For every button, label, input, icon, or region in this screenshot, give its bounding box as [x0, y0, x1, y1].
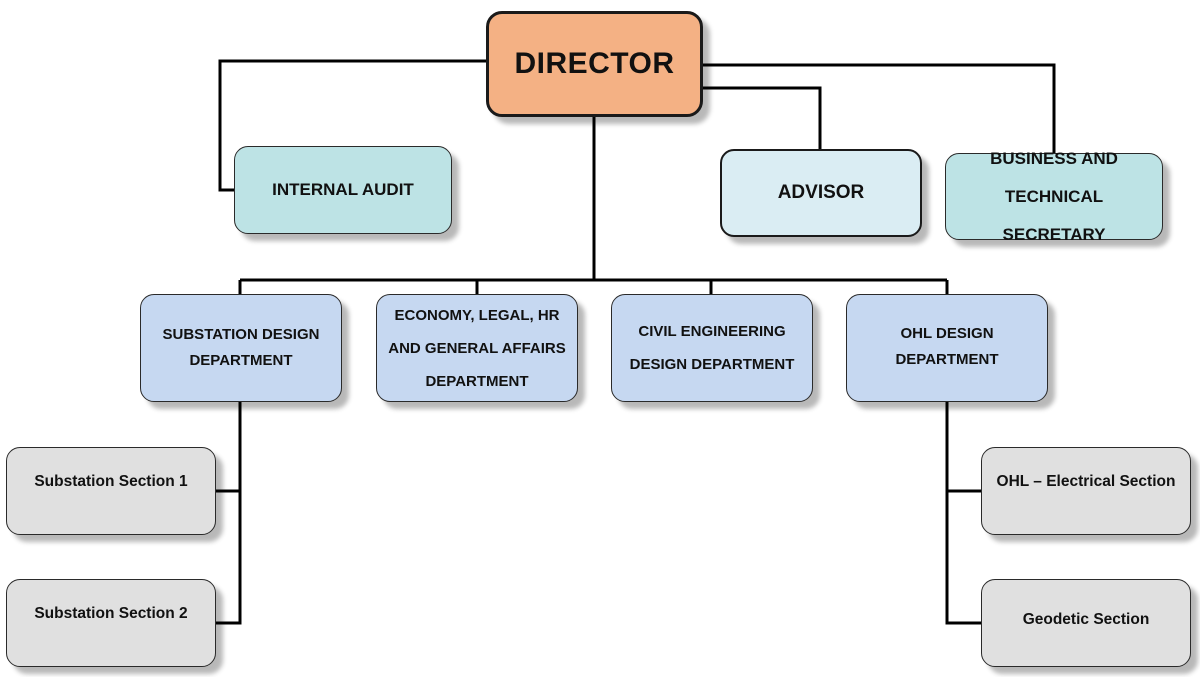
ohl-electrical-section-box: OHL – Electrical Section [981, 447, 1191, 535]
economy-dept-line-2: AND GENERAL AFFAIRS [388, 339, 566, 357]
geodetic-section-label: Geodetic Section [1022, 611, 1150, 628]
secretary-label-line-1: BUSINESS AND [990, 148, 1118, 168]
business-technical-secretary-box: BUSINESS AND TECHNICAL SECRETARY [945, 149, 1163, 244]
advisor-label: ADVISOR [777, 182, 865, 203]
substation-design-department-box: SUBSTATION DESIGN DEPARTMENT [140, 294, 342, 402]
advisor-box: ADVISOR [720, 149, 922, 237]
civil-engineering-department-box: CIVIL ENGINEERING DESIGN DEPARTMENT [611, 294, 813, 402]
civil-dept-line-1: CIVIL ENGINEERING [638, 323, 786, 340]
substation-section-1-label: Substation Section 1 [34, 473, 188, 490]
connector-substation-sections [216, 402, 242, 625]
economy-legal-hr-department-box: ECONOMY, LEGAL, HR AND GENERAL AFFAIRS D… [376, 294, 578, 402]
ohl-design-department-box: OHL DESIGN DEPARTMENT [846, 294, 1048, 402]
substation-section-1-box: Substation Section 1 [6, 447, 216, 535]
connector-advisor [703, 86, 822, 150]
substation-dept-line-2: DEPARTMENT [189, 352, 293, 369]
ohl-dept-line-2: DEPARTMENT [895, 351, 999, 368]
internal-audit-box: INTERNAL AUDIT [234, 146, 452, 234]
economy-dept-line-1: ECONOMY, LEGAL, HR [394, 306, 560, 324]
substation-section-2-box: Substation Section 2 [6, 579, 216, 667]
connector-secretary [703, 63, 1056, 154]
internal-audit-label: INTERNAL AUDIT [272, 180, 414, 199]
civil-dept-line-2: DESIGN DEPARTMENT [629, 356, 795, 373]
economy-dept-line-3: DEPARTMENT [425, 372, 529, 390]
director-box: DIRECTOR [486, 11, 703, 117]
connector-internal-audit [218, 59, 486, 192]
substation-dept-line-1: SUBSTATION DESIGN [162, 326, 320, 343]
ohl-dept-line-1: OHL DESIGN [900, 325, 994, 342]
ohl-electrical-section-label: OHL – Electrical Section [996, 473, 1176, 490]
geodetic-section-box: Geodetic Section [981, 579, 1191, 667]
substation-section-2-label: Substation Section 2 [34, 605, 188, 622]
secretary-label-line-2: TECHNICAL SECRETARY [1002, 186, 1106, 244]
director-label: DIRECTOR [514, 47, 675, 80]
connector-ohl-sections [945, 402, 982, 625]
